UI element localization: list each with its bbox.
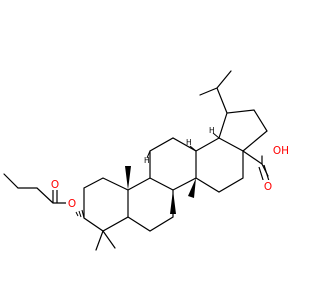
ring-a <box>83 177 129 232</box>
ester-o-hashed-wedge <box>75 209 85 219</box>
acid-carbonyl-o-bg <box>262 180 274 192</box>
acid-oh-bg <box>270 144 292 156</box>
h-upper-ring-junction: H <box>209 126 215 135</box>
acid-carbonyl-o: O <box>264 181 272 193</box>
methyl-wedge-c8 <box>170 190 176 214</box>
isopropyl <box>199 70 232 114</box>
ring-e <box>218 109 268 152</box>
ester-o: O <box>68 198 76 210</box>
structure-svg: O O O OH H H H <box>3 70 292 251</box>
bond-skeleton <box>3 70 269 251</box>
ester-carbonyl-o-bg <box>49 178 61 190</box>
molecule-diagram: O O O OH H H H <box>3 70 292 251</box>
h-mid-ring-junction: H <box>186 138 192 147</box>
gem-dimethyl <box>95 230 116 251</box>
ring-d <box>195 137 244 193</box>
stereo-h-bonds <box>146 132 220 159</box>
h-lower-ring-junction: H <box>144 156 150 165</box>
ester-carbonyl-double-bond <box>52 190 58 203</box>
ring-b <box>127 177 174 232</box>
methyl-wedge-c14 <box>188 178 196 198</box>
methyl-wedge-c10 <box>125 166 131 190</box>
ring-c <box>149 137 197 191</box>
double-bonds <box>52 164 270 203</box>
butanoyl-chain <box>3 173 73 204</box>
ester-carbonyl-o: O <box>51 179 59 191</box>
acid-oh: OH <box>273 145 289 157</box>
acid-carbon-bond <box>242 150 269 177</box>
ester-o-bg <box>66 197 78 209</box>
methyl-wedges <box>125 166 196 214</box>
